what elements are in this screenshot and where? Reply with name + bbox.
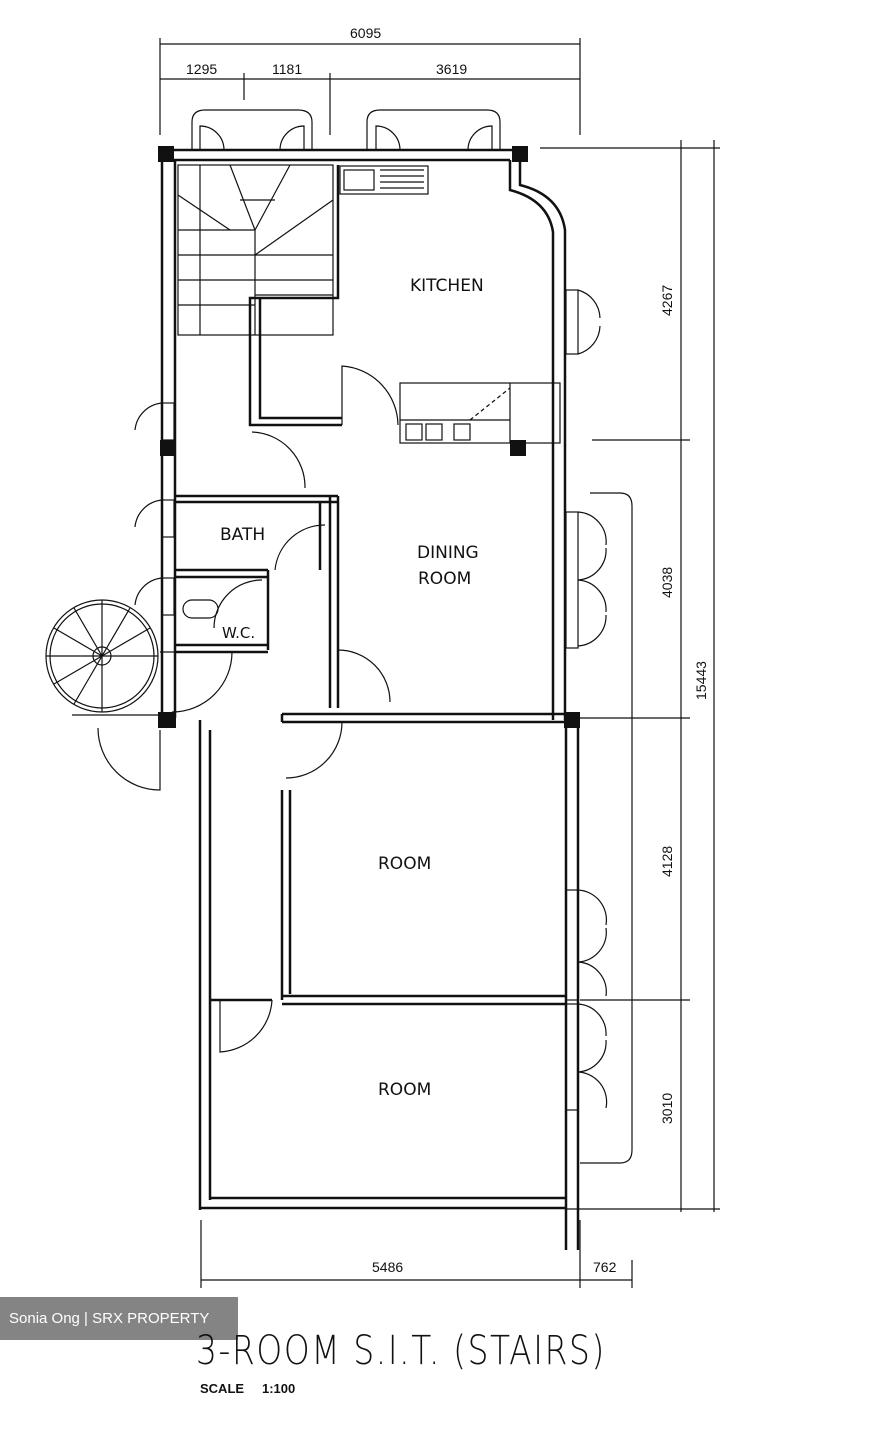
agent-watermark: Sonia Ong | SRX PROPERTY	[0, 1297, 238, 1340]
room-partitions	[210, 511, 608, 1111]
label-dining-line1: DINING	[417, 543, 479, 563]
dim-overall-height: 15443	[693, 661, 709, 700]
top-window-bays	[191, 109, 501, 151]
kitchen-fixtures	[248, 165, 601, 444]
dim-segment-c: 3619	[436, 61, 467, 77]
dim-segment-b: 1181	[272, 61, 302, 77]
label-wc: W.C.	[222, 624, 255, 642]
label-room-1: ROOM	[378, 854, 431, 874]
label-kitchen: KITCHEN	[410, 276, 484, 296]
label-bath: BATH	[220, 525, 265, 545]
hallway-walls	[134, 402, 391, 708]
dim-overall-width: 6095	[350, 25, 381, 41]
scale-value: 1:100	[262, 1381, 296, 1396]
outer-walls	[158, 146, 580, 1250]
balcony-rails	[580, 492, 633, 1164]
dim-kitchen-height: 4267	[659, 285, 675, 316]
dim-room1-height: 4128	[659, 846, 675, 877]
label-room-2: ROOM	[378, 1080, 431, 1100]
right-dimensions: 4267 4038 15443 4128 3010	[540, 140, 720, 1212]
spiral-stair	[45, 599, 233, 791]
label-dining-line2: ROOM	[418, 569, 471, 589]
top-dimensions: 6095 1295 1181 3619	[159, 25, 581, 135]
dim-segment-a: 1295	[186, 61, 217, 77]
dim-bottom-width: 5486	[372, 1259, 403, 1275]
dim-dining-height: 4038	[659, 567, 675, 598]
staircase	[177, 164, 334, 336]
bottom-dimensions: 5486 762	[200, 1220, 633, 1288]
room-labels: KITCHEN BATH DINING ROOM W.C. ROOM ROOM	[220, 276, 484, 1100]
scale-label: SCALE	[200, 1381, 245, 1396]
dim-room2-height: 3010	[659, 1093, 675, 1124]
plan-title: 3-ROOM S.I.T. (STAIRS)	[196, 1328, 606, 1374]
dim-bottom-extra: 762	[593, 1259, 617, 1275]
